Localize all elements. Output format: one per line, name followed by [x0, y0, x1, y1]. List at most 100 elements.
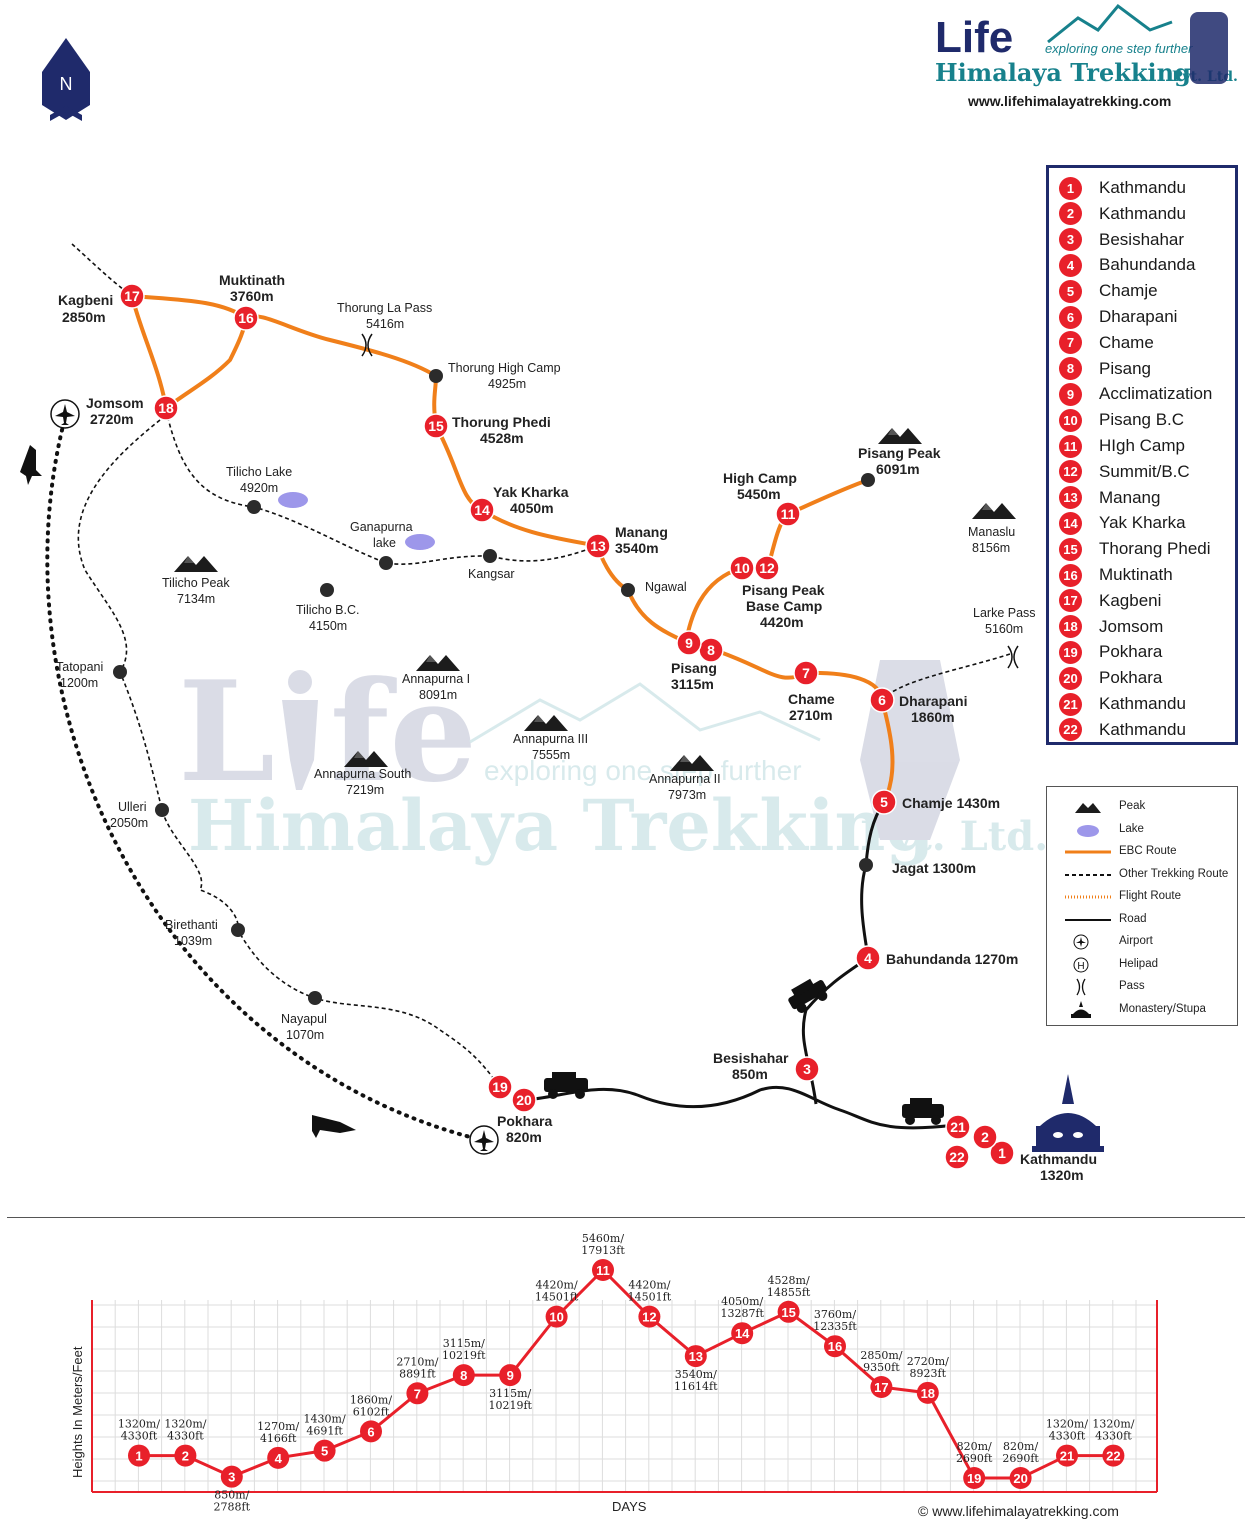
svg-text:3: 3: [803, 1061, 811, 1077]
map-day-badge-20: 20: [511, 1087, 537, 1113]
map-day-badge-21: 21: [945, 1114, 971, 1140]
day-badge: 8: [1059, 357, 1082, 381]
map-day-badge-3: 3: [794, 1056, 820, 1082]
day-badge: 11: [1059, 434, 1082, 458]
logo-life: Life: [935, 13, 1013, 62]
day-badge: 13: [1059, 486, 1082, 510]
helipad-icon: H: [1061, 955, 1111, 975]
day-label: Pisang: [1099, 358, 1151, 378]
svg-text:exploring one step further: exploring one step further: [484, 755, 802, 786]
profile-value-label: 2710m/8891ft: [396, 1355, 438, 1380]
day-label: Pokhara: [1099, 668, 1163, 688]
profile-xlabel: DAYS: [612, 1499, 647, 1514]
map-day-badge-17: 17: [119, 283, 145, 309]
svg-text:1: 1: [998, 1145, 1006, 1161]
day-label: HIgh Camp: [1099, 436, 1185, 455]
day-label: Acclimatization: [1099, 384, 1213, 404]
day-badge: 22: [1059, 718, 1082, 742]
profile-value-label: 1860m/6102ft: [350, 1393, 392, 1418]
legend-flight-line: Flight Route: [1047, 887, 1237, 907]
profile-day-label: 16: [828, 1339, 842, 1354]
day-badge: 6: [1059, 305, 1082, 329]
route-line: [1061, 842, 1111, 862]
lake-icon: [1061, 820, 1111, 840]
svg-text:12: 12: [759, 560, 775, 576]
company-logo: Life exploring one step further Himalaya…: [935, 3, 1238, 109]
day-badge: 5: [1059, 279, 1082, 303]
flight-line: [1061, 887, 1111, 907]
stupa-icon: [1061, 1000, 1111, 1020]
day-label: Yak Kharka: [1099, 513, 1186, 533]
profile-day-label: 18: [921, 1386, 935, 1401]
svg-text:Pvt. Ltd.: Pvt. Ltd.: [860, 813, 1048, 860]
legend-label: Pass: [1119, 980, 1145, 992]
profile-value-label: 3760m/12335ft: [813, 1308, 857, 1333]
stupa-icon: [1032, 1074, 1104, 1152]
legend-peak-icon: Peak: [1047, 797, 1237, 817]
website-label: www.lifehimalayatrekking.com: [967, 93, 1171, 109]
label-jagat: Jagat 1300m: [892, 860, 976, 876]
legend-label: EBC Route: [1119, 845, 1177, 857]
profile-value-label: 3115m/10219ft: [488, 1387, 532, 1412]
profile-day-label: 4: [275, 1451, 283, 1466]
profile-value-label: 2850m/9350ft: [860, 1349, 902, 1374]
legend-label: Airport: [1119, 935, 1153, 947]
pass-icon: [361, 333, 1019, 669]
legend-day-11: 11 HIgh Camp: [1059, 434, 1185, 458]
map-day-badge-11: 11: [775, 501, 801, 527]
peak-icon: [1061, 797, 1111, 817]
svg-text:10: 10: [734, 560, 750, 576]
map-day-badge-6: 6: [869, 687, 895, 713]
profile-point-16: 16 3760m/12335ft: [813, 1308, 857, 1358]
profile-day-label: 2: [182, 1449, 189, 1464]
profile-day-label: 10: [549, 1310, 563, 1325]
legend-route-line: EBC Route: [1047, 842, 1237, 862]
legend-label: Other Trekking Route: [1119, 867, 1229, 880]
profile-value-label: 3540m/11614ft: [674, 1368, 718, 1393]
map-day-badge-14: 14: [469, 497, 495, 523]
map-day-badge-7: 7: [793, 660, 819, 686]
svg-text:L: L: [178, 650, 275, 813]
day-badge: 17: [1059, 589, 1082, 613]
profile-value-label: 850m/2788ft: [214, 1489, 251, 1514]
profile-value-label: 1320m/4330ft: [118, 1418, 160, 1443]
svg-text:5: 5: [880, 794, 888, 810]
profile-value-label: 4420m/14501ft: [628, 1279, 672, 1304]
map-day-badge-9: 9: [676, 630, 702, 656]
legend-day-8: 8 Pisang: [1059, 357, 1151, 381]
svg-text:21: 21: [950, 1119, 966, 1135]
svg-text:20: 20: [516, 1092, 532, 1108]
airport-icon: [1061, 932, 1111, 952]
day-badge: 4: [1059, 253, 1082, 277]
label-ngawal: Ngawal: [645, 580, 687, 594]
day-badge: 19: [1059, 640, 1082, 664]
section-divider: [7, 1217, 1245, 1218]
flight-route: [45, 412, 472, 1139]
legend-label: Monastery/Stupa: [1119, 1002, 1206, 1015]
profile-day-label: 6: [367, 1424, 374, 1439]
